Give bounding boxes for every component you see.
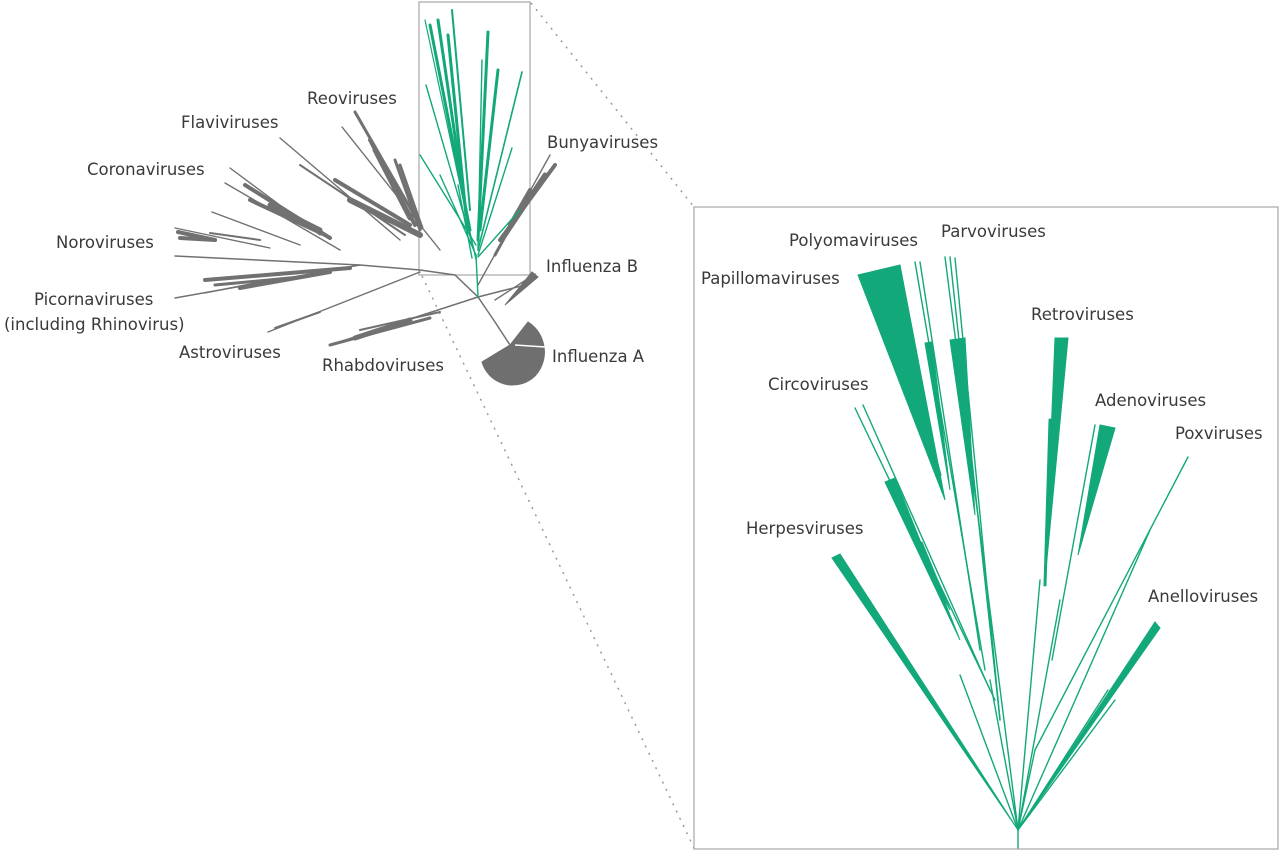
label-reoviruses: Reoviruses bbox=[307, 89, 397, 108]
label-poxviruses: Poxviruses bbox=[1175, 424, 1263, 443]
overview-tree-gray bbox=[174, 110, 557, 386]
label-astroviruses: Astroviruses bbox=[179, 343, 281, 362]
clade-coronaviruses bbox=[224, 167, 341, 251]
zoom-labels: Polyomaviruses Parvoviruses Papillomavir… bbox=[701, 222, 1263, 606]
clade-reoviruses bbox=[341, 110, 441, 251]
clade-adenoviruses bbox=[1017, 424, 1116, 831]
label-papillomaviruses: Papillomaviruses bbox=[701, 269, 840, 288]
overview-labels: Reoviruses Flaviviruses Coronaviruses No… bbox=[4, 89, 658, 375]
label-circoviruses: Circoviruses bbox=[768, 375, 869, 394]
clade-herpesviruses bbox=[831, 553, 1019, 831]
zoom-selection-box bbox=[418, 1, 531, 276]
label-noroviruses: Noroviruses bbox=[56, 233, 154, 252]
label-influenza-a: Influenza A bbox=[552, 347, 645, 366]
label-coronaviruses: Coronaviruses bbox=[87, 160, 205, 179]
clade-parvoviruses bbox=[944, 256, 1019, 831]
clade-polyomaviruses bbox=[914, 261, 986, 671]
overview-tree-green bbox=[419, 9, 523, 298]
label-picornaviruses: Picornaviruses bbox=[34, 290, 153, 309]
label-anelloviruses: Anelloviruses bbox=[1148, 587, 1258, 606]
label-flaviviruses: Flaviviruses bbox=[181, 113, 278, 132]
label-retroviruses: Retroviruses bbox=[1031, 305, 1134, 324]
zoom-panel-frame bbox=[693, 206, 1279, 850]
clade-astroviruses bbox=[267, 271, 421, 333]
label-picornaviruses-note: (including Rhinovirus) bbox=[4, 315, 185, 334]
label-bunyaviruses: Bunyaviruses bbox=[547, 133, 658, 152]
label-herpesviruses: Herpesviruses bbox=[746, 519, 864, 538]
clade-rhabdoviruses bbox=[328, 311, 441, 347]
label-rhabdoviruses: Rhabdoviruses bbox=[322, 356, 444, 375]
clade-anelloviruses bbox=[1017, 621, 1161, 831]
zoom-connector-bottom bbox=[421, 275, 695, 849]
clade-noroviruses bbox=[174, 211, 301, 249]
clade-poxviruses bbox=[1017, 456, 1189, 831]
zoomed-tree-green bbox=[831, 256, 1189, 849]
label-influenza-b: Influenza B bbox=[546, 257, 638, 276]
clade-retroviruses bbox=[1017, 337, 1069, 831]
branch-influenza-b-stem bbox=[477, 284, 526, 298]
clade-picornaviruses bbox=[174, 264, 361, 299]
clade-influenza-b bbox=[494, 271, 539, 306]
clade-flaviviruses bbox=[279, 137, 423, 241]
label-parvoviruses: Parvoviruses bbox=[941, 222, 1046, 241]
clade-influenza-a bbox=[481, 321, 546, 386]
label-polyomaviruses: Polyomaviruses bbox=[789, 231, 918, 250]
zoom-connector-top bbox=[530, 2, 695, 208]
clade-papillomaviruses bbox=[857, 264, 1019, 831]
label-adenoviruses: Adenoviruses bbox=[1095, 391, 1206, 410]
clade-bunyaviruses bbox=[477, 154, 557, 286]
clade-circoviruses bbox=[854, 404, 996, 701]
